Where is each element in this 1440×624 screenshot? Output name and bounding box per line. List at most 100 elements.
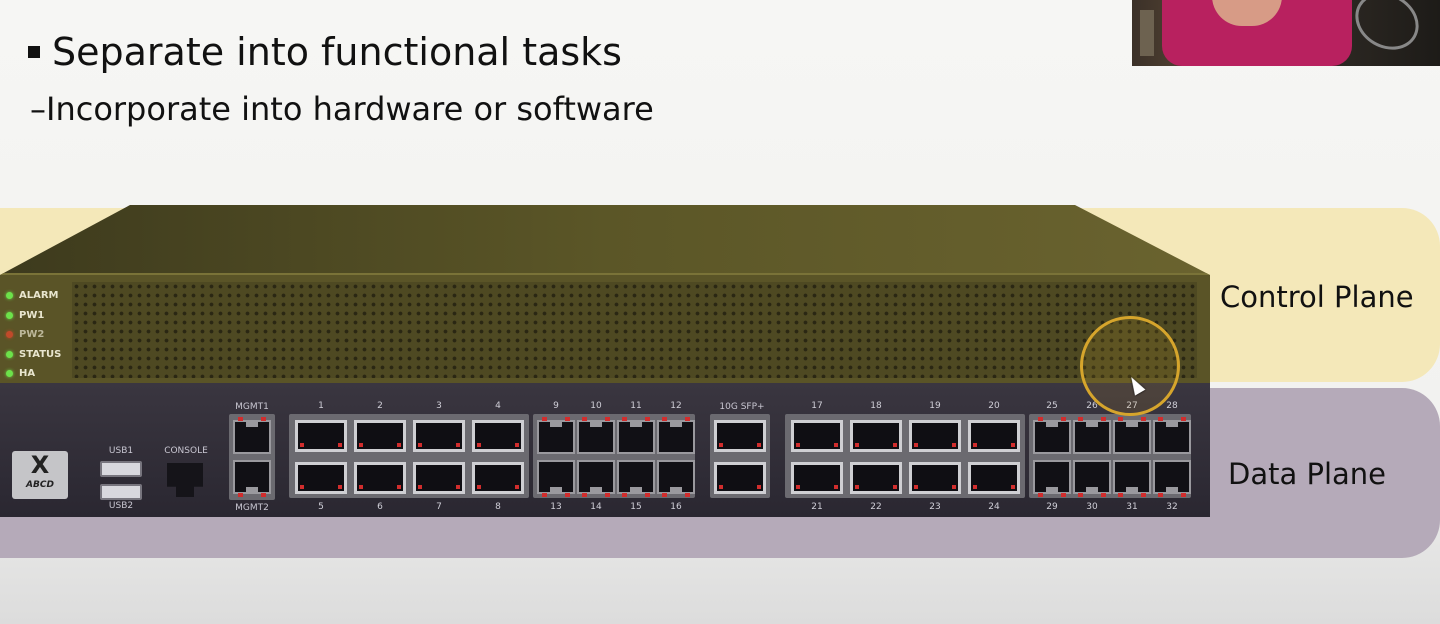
led-indicator-icon (6, 331, 13, 338)
port-number-top: 26 (1086, 401, 1098, 411)
port-number-top: 25 (1046, 401, 1058, 411)
port-number-bottom: 6 (377, 502, 383, 512)
port-number-top: 2 (377, 401, 383, 411)
port-number-top: 9 (553, 401, 559, 411)
status-led-1: PW1 (6, 310, 44, 321)
mgmt1-label: MGMT1 (235, 402, 269, 412)
port-number-bottom: 14 (590, 502, 602, 512)
rj45-port (1113, 417, 1151, 454)
port-number-top: 19 (929, 401, 941, 411)
bullet-dash: – (30, 90, 46, 128)
port-number-bottom: 29 (1046, 502, 1058, 512)
status-led-0: ALARM (6, 290, 59, 301)
port-number-bottom: 16 (670, 502, 682, 512)
rj45-port (657, 417, 695, 454)
switch-chassis-top (0, 205, 1210, 275)
data-plane-label: Data Plane (1228, 457, 1386, 491)
sfp-port (472, 420, 524, 452)
led-indicator-icon (6, 350, 13, 358)
bullet-sub-text: Incorporate into hardware or software (46, 90, 654, 128)
sfp-port (413, 420, 465, 452)
rj45-port (1153, 460, 1191, 497)
port-number-bottom: 7 (436, 502, 442, 512)
mgmt1-port (233, 417, 271, 454)
sfp-port (968, 462, 1020, 494)
port-number-bottom: 30 (1086, 502, 1098, 512)
port-number-top: 17 (811, 401, 823, 411)
sfp-port (850, 462, 902, 494)
port-number-top: 18 (870, 401, 882, 411)
bullet-square-icon (28, 46, 40, 58)
control-plane-label: Control Plane (1220, 280, 1414, 314)
rj45-port (1033, 460, 1071, 497)
rj45-port (617, 460, 655, 497)
led-label: PW2 (19, 329, 45, 340)
port-number-bottom: 21 (811, 502, 823, 512)
ventilation-grille (72, 282, 1197, 378)
rj45-port (1113, 460, 1151, 497)
port-number-top: 4 (495, 401, 501, 411)
port-number-top: 10 (590, 401, 602, 411)
port-number-bottom: 22 (870, 502, 882, 512)
led-indicator-icon (6, 292, 13, 299)
rj45-port (577, 460, 615, 497)
rj45-port (657, 460, 695, 497)
sfp-plus-port-1 (714, 420, 766, 452)
port-number-top: 1 (318, 401, 324, 411)
webcam-background (1140, 10, 1154, 56)
port-number-top: 28 (1166, 401, 1178, 411)
mgmt2-label: MGMT2 (235, 503, 269, 513)
bullet-main-text: Separate into functional tasks (52, 30, 622, 74)
usb2-label: USB2 (108, 501, 134, 511)
port-number-top: 3 (436, 401, 442, 411)
rj45-port (1153, 417, 1191, 454)
console-label: CONSOLE (164, 446, 208, 456)
port-number-top: 11 (630, 401, 642, 411)
rj45-port (537, 417, 575, 454)
sfp-port (295, 462, 347, 494)
sfp-port (354, 462, 406, 494)
bullet-sub: –Incorporate into hardware or software (30, 90, 654, 128)
led-indicator-icon (6, 311, 13, 319)
led-label: ALARM (19, 290, 59, 301)
usb1-port (100, 461, 142, 477)
rj45-port (1073, 417, 1111, 454)
rj45-port (617, 417, 655, 454)
sfp-plus-port-2 (714, 462, 766, 494)
sfp-port (909, 462, 961, 494)
sfp-port (413, 462, 465, 494)
sfp-port (909, 420, 961, 452)
sfp-port (791, 462, 843, 494)
rj45-port (1073, 460, 1111, 497)
port-number-bottom: 31 (1126, 502, 1138, 512)
sfp-port (791, 420, 843, 452)
port-number-top: 20 (988, 401, 1000, 411)
port-number-bottom: 13 (550, 502, 562, 512)
port-number-top: 12 (670, 401, 682, 411)
port-number-bottom: 23 (929, 502, 941, 512)
port-number-bottom: 15 (630, 502, 642, 512)
sfp-port (354, 420, 406, 452)
led-indicator-icon (6, 370, 13, 377)
logo-mark: X (30, 451, 50, 479)
bullet-main: Separate into functional tasks (28, 30, 622, 74)
vendor-logo: X ABCD (12, 451, 68, 499)
rj45-port (537, 460, 575, 497)
led-label: PW1 (19, 309, 45, 321)
rj45-port (1033, 417, 1071, 454)
port-number-bottom: 32 (1166, 502, 1178, 512)
port-number-bottom: 8 (495, 502, 501, 512)
sfp-plus-label: 10G SFP+ (719, 402, 765, 412)
led-label: STATUS (19, 348, 62, 360)
sfp-port (472, 462, 524, 494)
status-led-3: STATUS (6, 349, 61, 360)
status-led-4: HA (6, 368, 35, 379)
usb1-label: USB1 (108, 446, 134, 456)
sfp-port (295, 420, 347, 452)
microphone-icon (1344, 0, 1430, 61)
rj45-port (577, 417, 615, 454)
sfp-port (850, 420, 902, 452)
mgmt2-port (233, 460, 271, 497)
usb2-port (100, 484, 142, 500)
logo-text: ABCD (26, 480, 54, 490)
